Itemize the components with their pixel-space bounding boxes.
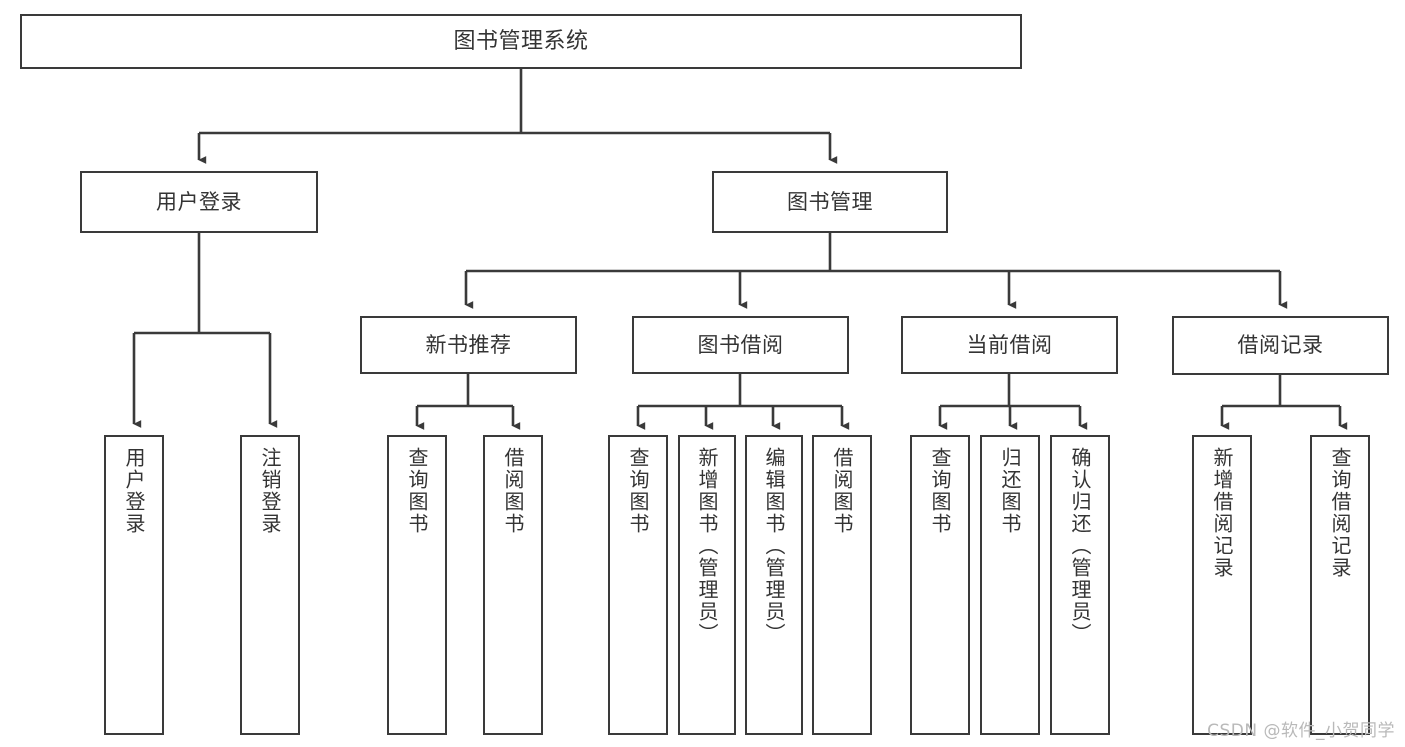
node-new-book-recommend[interactable]: 新书推荐 — [360, 316, 577, 374]
leaf-return-book-label: 归还图书 — [998, 447, 1022, 535]
node-user-login[interactable]: 用户登录 — [80, 171, 318, 233]
leaf-query-book-1[interactable]: 查询图书 — [387, 435, 447, 735]
leaf-logout-login[interactable]: 注销登录 — [240, 435, 300, 735]
node-user-login-label: 用户登录 — [156, 189, 242, 214]
leaf-query-record-label: 查询借阅记录 — [1328, 447, 1352, 579]
leaf-borrow-book-1-label: 借阅图书 — [501, 447, 525, 535]
leaf-add-book-label: 新增图书（管理员） — [695, 447, 719, 645]
leaf-user-login-label: 用户登录 — [122, 447, 146, 535]
leaf-return-book[interactable]: 归还图书 — [980, 435, 1040, 735]
node-new-book-recommend-label: 新书推荐 — [425, 332, 512, 357]
leaf-query-book-2[interactable]: 查询图书 — [608, 435, 668, 735]
leaf-add-record[interactable]: 新增借阅记录 — [1192, 435, 1252, 735]
leaf-confirm-return-label: 确认归还（管理员） — [1068, 447, 1092, 645]
node-book-borrow[interactable]: 图书借阅 — [632, 316, 849, 374]
node-borrow-record[interactable]: 借阅记录 — [1172, 316, 1389, 375]
leaf-confirm-return[interactable]: 确认归还（管理员） — [1050, 435, 1110, 735]
leaf-user-login[interactable]: 用户登录 — [104, 435, 164, 735]
leaf-borrow-book-2[interactable]: 借阅图书 — [812, 435, 872, 735]
node-book-manage-label: 图书管理 — [787, 189, 873, 214]
leaf-edit-book-label: 编辑图书（管理员） — [762, 447, 786, 645]
node-book-borrow-label: 图书借阅 — [697, 332, 784, 357]
leaf-logout-login-label: 注销登录 — [258, 447, 282, 535]
leaf-query-book-3-label: 查询图书 — [928, 447, 952, 535]
node-current-borrow[interactable]: 当前借阅 — [901, 316, 1118, 374]
node-current-borrow-label: 当前借阅 — [966, 332, 1053, 357]
leaf-query-book-2-label: 查询图书 — [626, 447, 650, 535]
node-root-system[interactable]: 图书管理系统 — [20, 14, 1022, 69]
node-book-manage[interactable]: 图书管理 — [712, 171, 948, 233]
leaf-query-record[interactable]: 查询借阅记录 — [1310, 435, 1370, 735]
watermark-text: CSDN @软件_小贺同学 — [1207, 721, 1395, 741]
leaf-borrow-book-2-label: 借阅图书 — [830, 447, 854, 535]
leaf-borrow-book-1[interactable]: 借阅图书 — [483, 435, 543, 735]
leaf-add-book[interactable]: 新增图书（管理员） — [678, 435, 736, 735]
leaf-edit-book[interactable]: 编辑图书（管理员） — [745, 435, 803, 735]
leaf-query-book-3[interactable]: 查询图书 — [910, 435, 970, 735]
node-borrow-record-label: 借阅记录 — [1237, 333, 1324, 358]
leaf-add-record-label: 新增借阅记录 — [1210, 447, 1234, 579]
node-root-system-label: 图书管理系统 — [453, 28, 589, 54]
leaf-query-book-1-label: 查询图书 — [405, 447, 429, 535]
